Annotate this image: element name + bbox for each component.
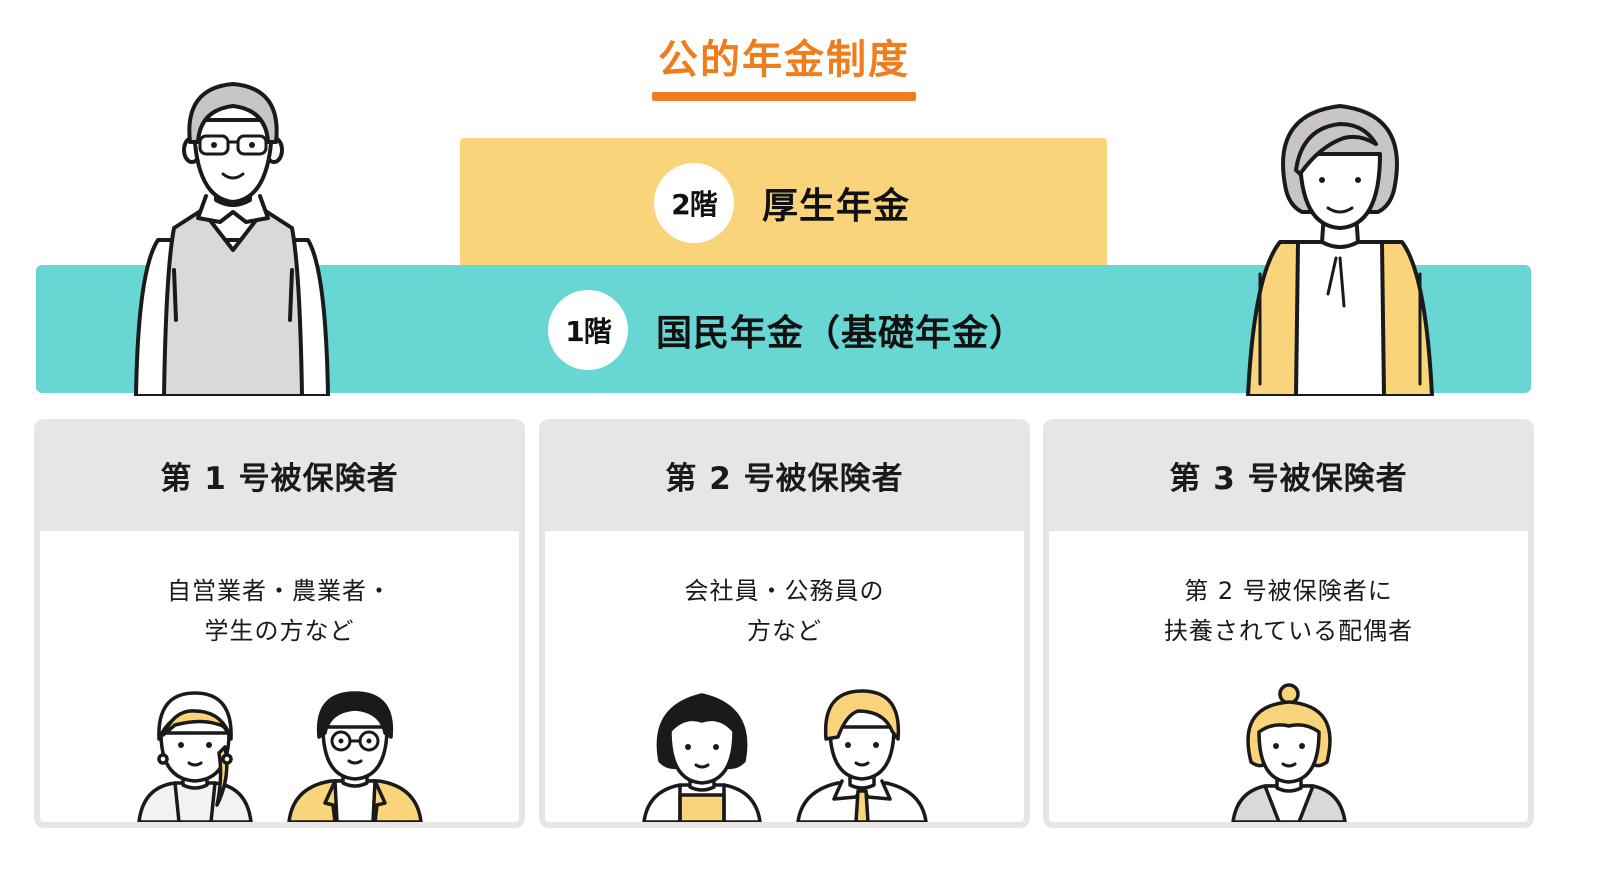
insured-type-1-card: 第 1 号被保険者 自営業者・農業者・ 学生の方など bbox=[34, 419, 525, 828]
card-description: 第 2 号被保険者に 扶養されている配偶者 bbox=[1049, 571, 1528, 651]
tier-2-row: 2階 厚生年金 bbox=[654, 163, 910, 243]
title-underline bbox=[652, 92, 916, 101]
card-desc-line: 第 2 号被保険者に bbox=[1184, 577, 1393, 605]
card-body: 自営業者・農業者・ 学生の方など bbox=[40, 531, 519, 822]
tier-1-row: 1階 国民年金（基礎年金） bbox=[548, 290, 1026, 370]
insured-type-2-card: 第 2 号被保険者 会社員・公務員の 方など bbox=[539, 419, 1030, 828]
tier-2-block: 2階 厚生年金 bbox=[460, 138, 1107, 268]
card-description: 会社員・公務員の 方など bbox=[545, 571, 1024, 651]
woman-spouse-icon bbox=[1229, 682, 1349, 822]
card-body: 会社員・公務員の 方など bbox=[545, 531, 1024, 822]
card-desc-line: 学生の方など bbox=[204, 617, 355, 645]
elderly-woman-icon bbox=[1240, 94, 1440, 398]
elderly-man-icon bbox=[128, 70, 338, 398]
tier-2-badge: 2階 bbox=[654, 163, 734, 243]
card-avatars bbox=[40, 687, 519, 822]
tier-1-badge: 1階 bbox=[548, 290, 628, 370]
young-woman-braid-icon bbox=[135, 687, 255, 822]
man-office-worker-tie-icon bbox=[794, 687, 930, 822]
card-desc-line: 扶養されている配偶者 bbox=[1163, 617, 1414, 645]
man-glasses-jacket-icon bbox=[285, 687, 425, 822]
card-title: 第 3 号被保険者 bbox=[1169, 460, 1408, 497]
tier-2-label: 厚生年金 bbox=[762, 186, 911, 227]
card-title: 第 1 号被保険者 bbox=[160, 460, 399, 497]
card-avatars bbox=[1049, 682, 1528, 822]
woman-office-worker-icon bbox=[640, 687, 764, 822]
tier-1-label: 国民年金（基礎年金） bbox=[656, 313, 1027, 354]
page-title: 公的年金制度 bbox=[658, 37, 910, 83]
card-avatars bbox=[545, 687, 1024, 822]
card-desc-line: 会社員・公務員の bbox=[684, 577, 885, 605]
card-body: 第 2 号被保険者に 扶養されている配偶者 bbox=[1049, 531, 1528, 822]
insured-type-3-card: 第 3 号被保険者 第 2 号被保険者に 扶養されている配偶者 bbox=[1043, 419, 1534, 828]
card-desc-line: 方など bbox=[747, 617, 822, 645]
card-title: 第 2 号被保険者 bbox=[665, 460, 904, 497]
card-description: 自営業者・農業者・ 学生の方など bbox=[40, 571, 519, 651]
card-desc-line: 自営業者・農業者・ bbox=[167, 577, 392, 605]
